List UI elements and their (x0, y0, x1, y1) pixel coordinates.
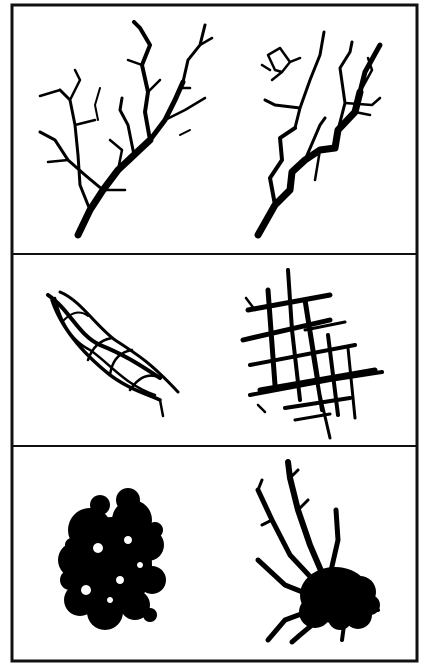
pattern-figure (0, 0, 425, 664)
